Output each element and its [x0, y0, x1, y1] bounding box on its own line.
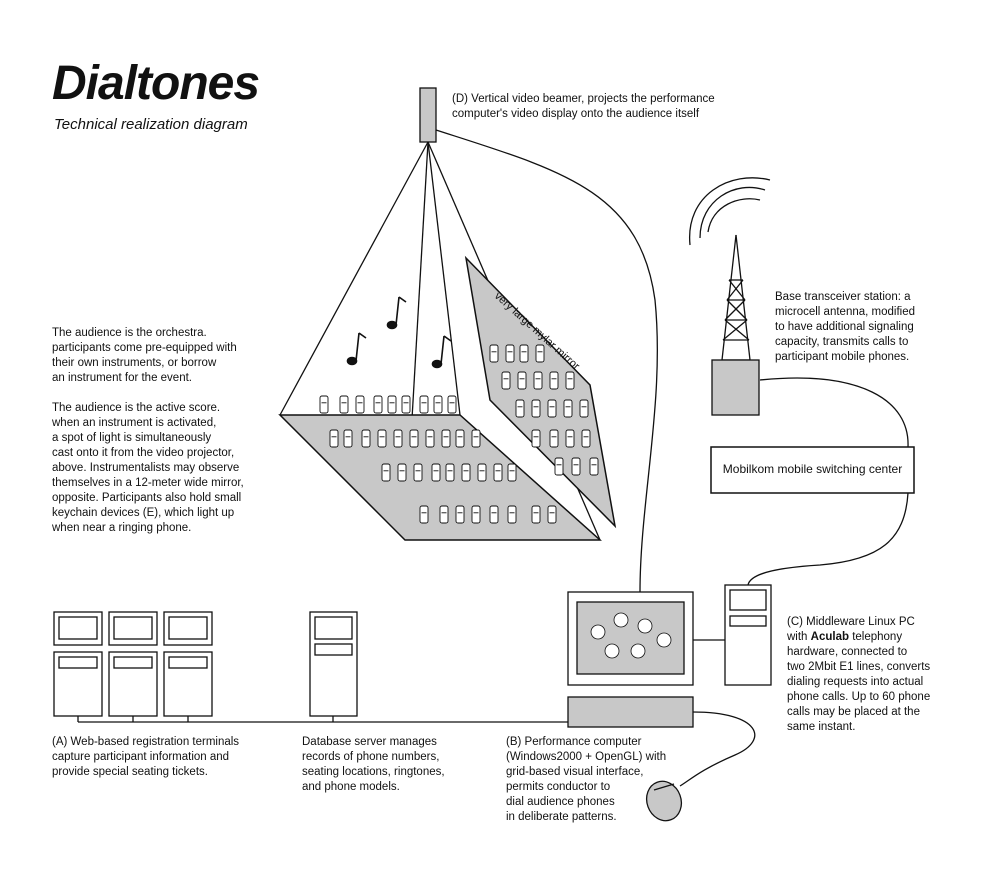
audience-phones — [319, 395, 557, 524]
phone-icon — [425, 429, 435, 448]
phone-icon — [515, 399, 525, 418]
database-label: Database server manages records of phone… — [302, 736, 445, 793]
phone-icon — [493, 463, 503, 482]
phone-icon — [413, 463, 423, 482]
phone-icon — [531, 429, 541, 448]
registration-terminals — [53, 611, 213, 717]
phone-icon — [471, 505, 481, 524]
phone-icon — [549, 371, 559, 390]
phone-icon — [565, 371, 575, 390]
phone-icon — [571, 457, 581, 476]
phone-icon — [533, 371, 543, 390]
phone-icon — [361, 429, 371, 448]
middleware-label: (C) Middleware Linux PC with Aculab tele… — [787, 616, 931, 733]
phone-icon — [461, 463, 471, 482]
phone-icon — [549, 429, 559, 448]
mouse-cable — [679, 711, 756, 787]
phone-icon — [339, 395, 349, 414]
beamer-cable — [435, 129, 659, 593]
phone-icon — [519, 344, 529, 363]
phone-icon — [397, 463, 407, 482]
phone-icon — [554, 457, 564, 476]
antenna-icon — [689, 177, 771, 361]
phone-icon — [439, 505, 449, 524]
phone-icon — [387, 395, 397, 414]
switching-center-label: Mobilkom mobile switching center — [722, 462, 903, 476]
base-transceiver-box — [711, 359, 760, 416]
phone-icon — [445, 463, 455, 482]
phone-icon — [409, 429, 419, 448]
mirror-reflected-phones — [489, 344, 599, 476]
phone-icon — [455, 505, 465, 524]
terminal-1 — [53, 611, 103, 717]
phone-icon — [589, 457, 599, 476]
phone-icon — [441, 429, 451, 448]
msc-cable — [747, 492, 909, 586]
phone-icon — [433, 395, 443, 414]
beamer-label: (D) Vertical video beamer, projects the … — [452, 93, 715, 120]
terminal-3 — [163, 611, 213, 717]
phone-icon — [505, 344, 515, 363]
phone-icon — [563, 399, 573, 418]
phone-icon — [419, 395, 429, 414]
music-note-icon — [386, 296, 407, 330]
performance-computer-label: (B) Performance computer (Windows2000 + … — [506, 736, 667, 823]
phone-icon — [471, 429, 481, 448]
middleware-pc-tower — [724, 584, 772, 686]
phone-icon — [531, 505, 541, 524]
phone-icon — [393, 429, 403, 448]
phone-icon — [581, 429, 591, 448]
phone-icon — [507, 463, 517, 482]
mouse-icon — [645, 780, 683, 822]
diagram-title: Dialtones — [52, 57, 260, 110]
phone-icon — [319, 395, 329, 414]
phone-icon — [547, 505, 557, 524]
phone-icon — [377, 429, 387, 448]
music-note-icons — [346, 296, 452, 369]
audience-description: The audience is the orchestra. participa… — [52, 327, 244, 534]
bts-cable — [759, 377, 909, 448]
phone-icon — [355, 395, 365, 414]
terminal-2 — [108, 611, 158, 717]
performance-computer — [567, 591, 694, 728]
phone-icon — [517, 371, 527, 390]
phone-icon — [547, 399, 557, 418]
phone-icon — [535, 344, 545, 363]
phone-icon — [419, 505, 429, 524]
phone-icon — [343, 429, 353, 448]
phone-icon — [477, 463, 487, 482]
phone-icon — [381, 463, 391, 482]
phone-icon — [565, 429, 575, 448]
video-beamer — [419, 87, 437, 143]
phone-icon — [431, 463, 441, 482]
phone-icon — [579, 399, 589, 418]
base-station-label: Base transceiver station: a microcell an… — [775, 291, 915, 363]
phone-icon — [455, 429, 465, 448]
switching-center-box — [710, 446, 915, 494]
phone-icon — [447, 395, 457, 414]
phone-icon — [501, 371, 511, 390]
phone-icon — [489, 344, 499, 363]
database-server — [309, 611, 358, 717]
phone-icon — [531, 399, 541, 418]
diagram-subtitle: Technical realization diagram — [54, 116, 248, 133]
music-note-icon — [346, 332, 367, 366]
phone-icon — [373, 395, 383, 414]
music-note-icon — [431, 335, 452, 369]
phone-icon — [489, 505, 499, 524]
phone-icon — [401, 395, 411, 414]
phone-icon — [329, 429, 339, 448]
phone-icon — [507, 505, 517, 524]
terminals-label: (A) Web-based registration terminals cap… — [52, 736, 240, 778]
